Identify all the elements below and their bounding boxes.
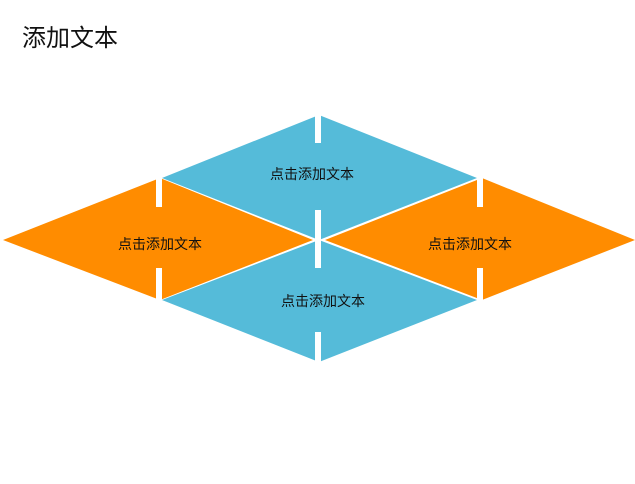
top-label[interactable]: 点击添加文本 xyxy=(270,167,354,183)
right-label[interactable]: 点击添加文本 xyxy=(428,237,512,253)
bottom-label[interactable]: 点击添加文本 xyxy=(281,294,365,310)
slide-title[interactable]: 添加文本 xyxy=(22,24,118,52)
top-peak[interactable] xyxy=(162,115,477,178)
separator-bottom xyxy=(315,332,321,364)
right-triangle[interactable] xyxy=(325,178,635,300)
separator-left-top xyxy=(156,175,162,207)
bottom-triangle[interactable] xyxy=(162,240,477,362)
top-triangle[interactable] xyxy=(162,178,477,240)
separator-right-top xyxy=(477,175,483,207)
left-triangle[interactable] xyxy=(3,178,313,300)
separator-center xyxy=(315,210,321,268)
separator-right-bottom xyxy=(477,268,483,302)
left-label[interactable]: 点击添加文本 xyxy=(118,237,202,253)
separator-top xyxy=(315,115,321,143)
separator-left-bottom xyxy=(156,268,162,302)
